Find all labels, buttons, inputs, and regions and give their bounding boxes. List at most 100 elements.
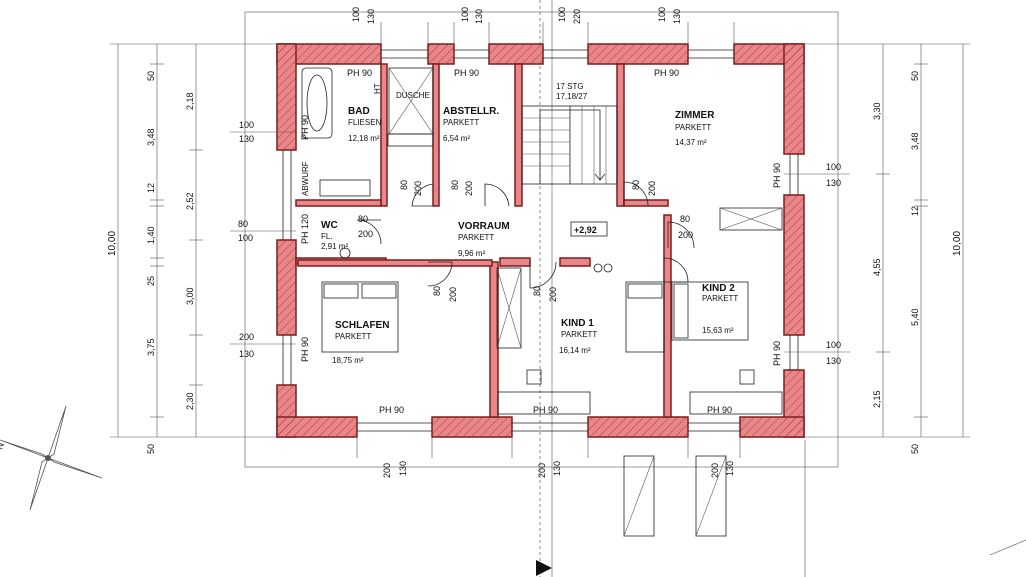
svg-text:100: 100 (460, 7, 470, 22)
svg-text:PARKETT: PARKETT (561, 330, 597, 339)
svg-text:2,18: 2,18 (185, 92, 195, 110)
svg-text:10,00: 10,00 (107, 231, 118, 256)
svg-text:PH 90: PH 90 (654, 68, 679, 78)
svg-text:80: 80 (432, 286, 442, 296)
svg-text:100: 100 (826, 340, 841, 350)
svg-text:PH 90: PH 90 (454, 68, 479, 78)
windows (282, 49, 799, 432)
svg-text:130: 130 (239, 134, 254, 144)
svg-text:130: 130 (826, 178, 841, 188)
svg-text:PH 90: PH 90 (772, 163, 782, 188)
svg-text:4,55: 4,55 (872, 258, 882, 276)
svg-text:3,30: 3,30 (872, 102, 882, 120)
svg-text:PH 90: PH 90 (533, 405, 558, 415)
svg-text:12: 12 (910, 206, 920, 216)
bottom-dimensions: 200 130 200 130 200 130 (356, 437, 741, 478)
svg-text:ABSTELLR.: ABSTELLR. (443, 106, 499, 117)
parking-outlines (623, 455, 727, 537)
svg-text:200: 200 (239, 332, 254, 342)
dusche-label: DUSCHE (396, 91, 430, 100)
svg-text:130: 130 (239, 349, 254, 359)
svg-text:9,96 m²: 9,96 m² (458, 249, 485, 258)
svg-text:PARKETT: PARKETT (335, 332, 371, 341)
svg-text:3,48: 3,48 (146, 128, 156, 146)
svg-text:PH 90: PH 90 (300, 115, 310, 140)
parapet-labels: PH 90 PH 90 PH 90 PH 90 PH 120 PH 90 PH … (300, 68, 782, 415)
svg-text:80: 80 (399, 180, 409, 190)
svg-text:80: 80 (532, 286, 542, 296)
room-schlafen: SCHLAFEN PARKETT 18,75 m² (332, 320, 389, 365)
svg-text:80: 80 (631, 180, 641, 190)
svg-text:PH 90: PH 90 (707, 405, 732, 415)
svg-text:100: 100 (238, 233, 253, 243)
svg-text:50: 50 (910, 444, 920, 454)
washbasin (387, 133, 434, 147)
vanity (319, 179, 371, 197)
svg-text:130: 130 (672, 9, 682, 24)
svg-text:2,52: 2,52 (185, 192, 195, 210)
svg-text:200: 200 (647, 181, 657, 196)
svg-text:3,00: 3,00 (185, 287, 195, 305)
svg-text:PARKETT: PARKETT (458, 233, 494, 242)
svg-text:220: 220 (572, 9, 582, 24)
single-bed-kind1 (625, 281, 665, 353)
chair (526, 369, 542, 385)
svg-text:PARKETT: PARKETT (443, 118, 479, 127)
single-bed-kind2 (671, 281, 749, 341)
abwurf-label: ABWURF (301, 161, 310, 196)
svg-text:50: 50 (146, 444, 156, 454)
svg-text:ZIMMER: ZIMMER (675, 110, 715, 121)
svg-text:PH 90: PH 90 (300, 337, 310, 362)
bathtub (301, 67, 333, 139)
room-bad: BAD FLIESEN 12,18 m² (348, 106, 382, 143)
svg-text:200: 200 (537, 463, 547, 478)
site-boundary (244, 11, 839, 468)
svg-text:PH 90: PH 90 (772, 341, 782, 366)
svg-text:100: 100 (826, 162, 841, 172)
svg-text:16,14 m²: 16,14 m² (559, 346, 591, 355)
svg-text:80: 80 (358, 214, 368, 224)
svg-text:14,37 m²: 14,37 m² (675, 138, 707, 147)
left-dimensions: 10,00 50 3,48 12 1,40 25 3,75 50 2,18 2,… (107, 43, 277, 454)
svg-text:12,18 m²: 12,18 m² (348, 134, 380, 143)
left-window-dimensions: 100 130 80 100 200 130 (230, 120, 296, 359)
top-dimensions: 100 130 100 130 100 220 100 130 (351, 7, 735, 44)
svg-text:FL.: FL. (321, 232, 333, 241)
compass-north-label: N (0, 441, 6, 451)
wardrobe (719, 207, 783, 231)
svg-text:200: 200 (678, 230, 693, 240)
room-vorraum: VORRAUM PARKETT 9,96 m² (458, 221, 510, 258)
staircase (521, 105, 618, 185)
stair-steps-label: 17 STG (556, 82, 584, 91)
compass-rose: N (0, 405, 103, 511)
svg-text:200: 200 (382, 463, 392, 478)
svg-text:VORRAUM: VORRAUM (458, 221, 510, 232)
wc-bowl (339, 247, 351, 259)
svg-text:PH 90: PH 90 (347, 68, 372, 78)
svg-text:100: 100 (557, 7, 567, 22)
svg-text:5,40: 5,40 (910, 308, 920, 326)
svg-text:6,54 m²: 6,54 m² (443, 134, 470, 143)
svg-text:3,48: 3,48 (910, 132, 920, 150)
svg-text:200: 200 (358, 229, 373, 239)
svg-text:10,00: 10,00 (952, 231, 963, 256)
svg-text:50: 50 (146, 71, 156, 81)
wall-hatching (277, 44, 804, 437)
svg-text:12: 12 (146, 183, 156, 193)
svg-text:BAD: BAD (348, 106, 370, 117)
svg-text:2,30: 2,30 (185, 392, 195, 410)
svg-text:SCHLAFEN: SCHLAFEN (335, 320, 389, 331)
svg-text:130: 130 (474, 9, 484, 24)
level-marker (570, 221, 608, 237)
svg-text:100: 100 (657, 7, 667, 22)
desk (689, 391, 783, 415)
svg-text:2,91 m²: 2,91 m² (321, 242, 348, 251)
wardrobe (496, 267, 522, 349)
svg-text:PARKETT: PARKETT (702, 294, 738, 303)
svg-text:200: 200 (448, 287, 458, 302)
chair (739, 369, 755, 385)
svg-text:130: 130 (552, 461, 562, 476)
svg-text:200: 200 (413, 181, 423, 196)
svg-text:KIND 1: KIND 1 (561, 318, 594, 329)
